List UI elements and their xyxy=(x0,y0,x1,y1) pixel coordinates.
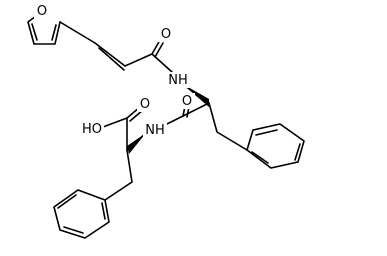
furan-oxygen-label: O xyxy=(37,4,47,19)
acyl-carbonyl-bond xyxy=(151,39,161,55)
acid-oxygen-label: O xyxy=(140,97,150,112)
phenyl-2-double-2 xyxy=(63,226,84,234)
hydroxyl-label: HO xyxy=(82,122,102,137)
acid-oxygen-bg xyxy=(137,96,153,112)
hydroxyl-bg xyxy=(80,121,104,137)
phenyl-1-double-1 xyxy=(255,129,278,136)
acyl-oxygen-bg xyxy=(158,26,174,42)
phenyl-2-double-1 xyxy=(57,194,77,209)
carbonyl-to-nh-bond xyxy=(151,53,173,73)
nh-upper-label: NH xyxy=(168,73,188,88)
wedge-bond-lower xyxy=(127,133,146,154)
acyl-carbonyl-double-bond xyxy=(154,42,164,58)
benzyl-1-chain xyxy=(208,102,248,151)
nh-upper-bg xyxy=(166,72,190,88)
phenyl-ring-2 xyxy=(53,189,110,239)
nh-lower-label: NH xyxy=(145,123,165,138)
furan-inner-double-bond-2 xyxy=(51,24,57,41)
alkene-double-bond xyxy=(98,47,125,71)
amide-oxygen-bg xyxy=(179,93,195,109)
phenyl-1-double-3 xyxy=(251,151,269,164)
phenyl-1-double-2 xyxy=(294,143,301,161)
furan-inner-double-bond-1 xyxy=(31,23,38,41)
benzyl-2-chain xyxy=(104,149,133,201)
furan-ring xyxy=(27,9,61,45)
nh-lower-bg xyxy=(143,122,167,138)
acyl-oxygen-label: O xyxy=(161,27,171,42)
phenyl-ring-1 xyxy=(246,123,305,169)
alkene-to-carbonyl-bond xyxy=(124,53,153,67)
furan-oxygen-bg xyxy=(34,3,50,19)
phenyl-2-double-3 xyxy=(101,202,106,220)
amide-oxygen-label: O xyxy=(182,94,192,109)
furan-to-alkene-bond xyxy=(59,21,96,44)
alkene-bond xyxy=(94,42,126,67)
acid-hydroxyl-bond xyxy=(102,117,128,128)
